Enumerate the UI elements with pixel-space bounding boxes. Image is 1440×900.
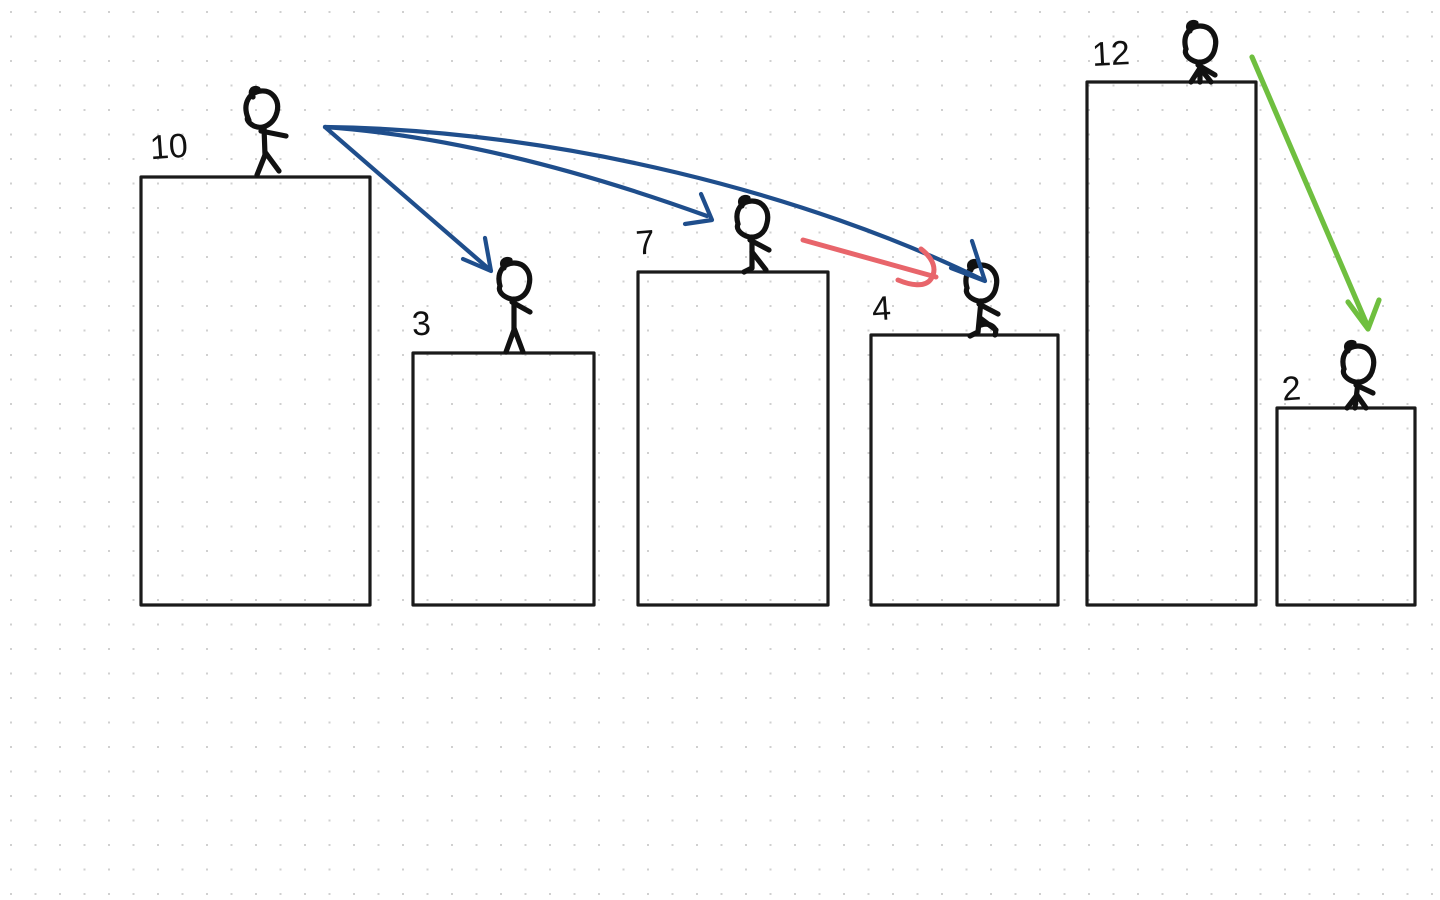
value-label-bar-2: 3 <box>410 304 432 344</box>
bars-group <box>139 80 1417 607</box>
blue-arrow-to-bar-2[interactable] <box>322 124 494 274</box>
bar-7[interactable] <box>636 270 830 607</box>
value-label-bar-5: 12 <box>1091 34 1131 74</box>
value-label-bar-1: 10 <box>148 126 190 168</box>
stick-figure-on-bar-6 <box>1340 339 1377 411</box>
green-arrow-to-bar-6[interactable] <box>1249 54 1382 332</box>
stick-figure-on-bar-3 <box>734 194 772 275</box>
bar-3[interactable] <box>411 351 596 607</box>
stick-figure-on-bar-1 <box>243 85 289 178</box>
blue-arrow-to-bar-4[interactable] <box>322 124 988 284</box>
value-label-bar-4: 4 <box>870 289 893 329</box>
value-label-bar-3: 7 <box>634 223 657 263</box>
bar-4[interactable] <box>869 333 1060 607</box>
blue-arrow-to-bar-3[interactable] <box>322 124 715 227</box>
red-arrow-to-bar-4[interactable] <box>800 237 939 288</box>
bar-10[interactable] <box>139 175 372 607</box>
value-label-bar-6: 2 <box>1280 369 1303 409</box>
stick-figure-on-bar-2 <box>496 256 533 355</box>
bar-2[interactable] <box>1275 406 1417 607</box>
bar-12[interactable] <box>1085 80 1258 607</box>
stick-figure-on-bar-5 <box>1182 19 1219 85</box>
stick-figure-on-bar-4 <box>963 258 1001 339</box>
